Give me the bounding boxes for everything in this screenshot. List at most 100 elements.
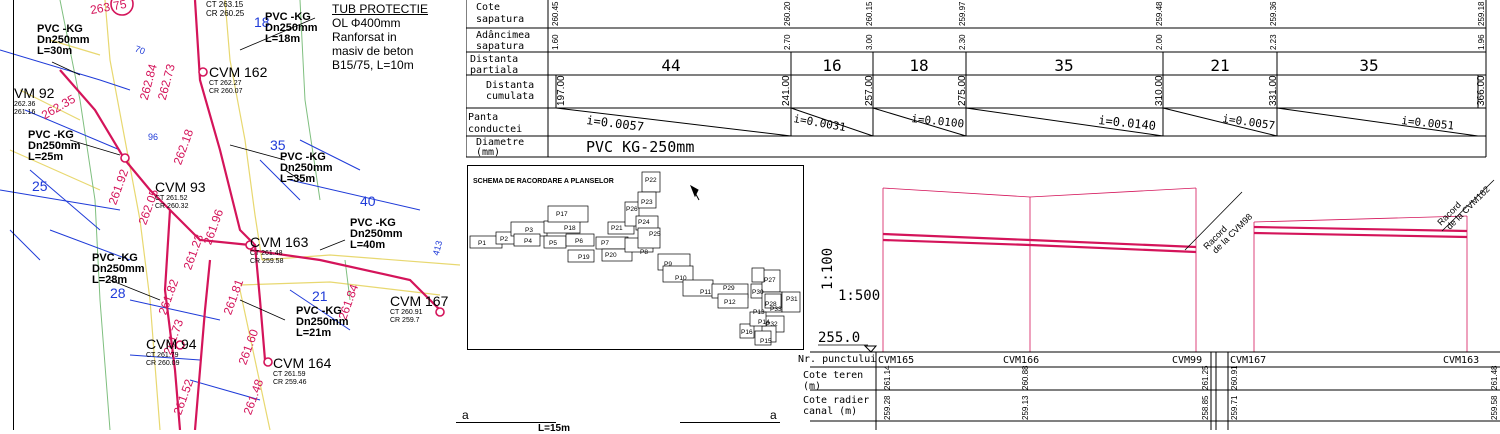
sewer-pipe: [59, 0, 441, 430]
datum-level: 255.0: [818, 330, 860, 346]
depth-value: 2.70: [783, 34, 792, 50]
depth-value: 2.23: [1269, 34, 1278, 50]
svg-text:P27: P27: [764, 277, 776, 284]
row-label: Adâncimea: [476, 29, 530, 41]
depth-value: 2.00: [1155, 34, 1164, 50]
cumulative-value: 366.00: [1476, 75, 1487, 106]
tub-line: Ranforsat in: [332, 30, 397, 44]
partial-distance: 35: [1359, 56, 1378, 75]
bottom-vertical-values: 261.14 260.88 261.25 260.91 261.48 259.2…: [883, 365, 1499, 420]
slope-value: i=0.0051: [1401, 114, 1455, 132]
cumulative-value: 275.00: [957, 75, 968, 106]
svg-text:P11: P11: [700, 289, 711, 296]
section-mark: a: [770, 408, 777, 422]
svg-text:P24: P24: [638, 219, 650, 226]
cumulative-value: 331.00: [1268, 75, 1279, 106]
svg-text:P7: P7: [601, 240, 609, 247]
well-cvm94: CVM 94 CT 261.79 CR 260.09: [146, 336, 197, 367]
well-cvm164: CVM 164 CT 261.59 CR 259.46: [273, 355, 332, 386]
well-cvm163: CVM 163 CT 261.48 CR 259.58: [250, 234, 309, 265]
cote-value: 260.45: [551, 1, 560, 26]
cote-value: 259.97: [958, 1, 967, 26]
svg-text:P12: P12: [724, 299, 736, 306]
partial-distance: 35: [1054, 56, 1073, 75]
teren-value: 261.48: [1490, 365, 1499, 390]
section-mark: a: [462, 408, 469, 422]
bottom-row-label: Cote teren(m): [803, 370, 864, 392]
row-label: cumulata: [486, 91, 534, 102]
cote-value: 260.20: [783, 1, 792, 26]
svg-text:P31: P31: [786, 296, 798, 303]
depth-value: 3.00: [865, 34, 874, 50]
svg-text:P23: P23: [641, 199, 653, 206]
well-cvm167: CVM 167 CT 260.91 CR 259.7: [390, 293, 449, 324]
radier-value: 259.13: [1021, 395, 1030, 420]
plan-view: 263.75 262.84 262.73 262.35 262.18 262.0…: [0, 0, 460, 430]
radier-value: 259.28: [883, 395, 892, 420]
top-ct: CT 263.15 CR 260.25: [206, 0, 244, 18]
cote-value: 260.15: [865, 1, 874, 26]
radier-value: 258.85: [1201, 395, 1210, 420]
cumulative-value: 241.00: [781, 75, 792, 106]
manhole-marks: [110, 0, 445, 367]
longitudinal-profile: Racord de la CVM98 Racord de la CVM162 1…: [810, 179, 1500, 430]
road-outline: [9, 0, 460, 430]
svg-text:P17: P17: [556, 211, 568, 218]
point-name: CVM167: [1230, 355, 1267, 366]
tub-title: TUB PROTECTIE: [332, 2, 429, 16]
blue-number: 96: [148, 132, 159, 142]
blue-number: 40: [360, 193, 376, 209]
well-cvm93: CVM 93 CT 261.52 CR 260.32: [155, 179, 206, 210]
cumulative-value: 310.00: [1154, 75, 1165, 106]
vertical-scale: 1:100: [820, 248, 836, 290]
tub-line: B15/75, L=10m: [332, 58, 414, 72]
svg-text:P3: P3: [525, 227, 533, 234]
svg-text:P19: P19: [578, 254, 590, 261]
cumulative-value: 257.00: [864, 75, 875, 106]
svg-text:P18: P18: [564, 225, 576, 232]
blue-number: 70: [133, 43, 147, 57]
svg-text:P15: P15: [760, 338, 772, 345]
svg-text:P2: P2: [500, 236, 508, 243]
row-label: Diametre: [476, 137, 524, 148]
blue-number: 35: [270, 137, 286, 153]
svg-text:P10: P10: [675, 275, 687, 282]
row-label: Distanta: [470, 54, 518, 65]
blue-number: 25: [32, 178, 48, 194]
svg-text:P32: P32: [766, 321, 778, 328]
cumulative-value: 197.00: [556, 75, 567, 106]
profile-table-top: Cote sapatura Adâncimea sapatura Distant…: [466, 0, 1487, 158]
blue-number: 18: [254, 14, 270, 30]
cote-value: 259.48: [1155, 1, 1164, 26]
svg-text:P29: P29: [723, 285, 735, 292]
bottom-row-label: Nr. punctului: [798, 354, 877, 365]
cote-value: 259.36: [1269, 1, 1278, 26]
svg-text:P21: P21: [611, 225, 623, 232]
point-name: CVM99: [1172, 355, 1203, 366]
depth-value: 1.60: [551, 34, 560, 50]
teren-value: 261.25: [1201, 365, 1210, 390]
tub-line: OL Φ400mm: [332, 16, 401, 30]
row-label: Distanta: [486, 80, 534, 91]
svg-text:P16: P16: [741, 329, 753, 336]
row-label: Cote: [476, 2, 500, 13]
svg-text:P8: P8: [640, 249, 648, 256]
tub-line: masiv de beton: [332, 44, 414, 58]
svg-text:P14: P14: [758, 319, 770, 326]
svg-text:P26: P26: [626, 206, 638, 213]
teren-value: 260.88: [1021, 365, 1030, 390]
diameter-value: PVC KG-250mm: [586, 138, 694, 156]
partial-distance: 21: [1210, 56, 1229, 75]
svg-text:P30: P30: [752, 289, 764, 296]
ct-value: CT 263.15: [206, 0, 244, 9]
plan-drawing: [0, 0, 460, 430]
svg-text:P20: P20: [605, 252, 617, 259]
svg-text:P1: P1: [478, 240, 486, 247]
